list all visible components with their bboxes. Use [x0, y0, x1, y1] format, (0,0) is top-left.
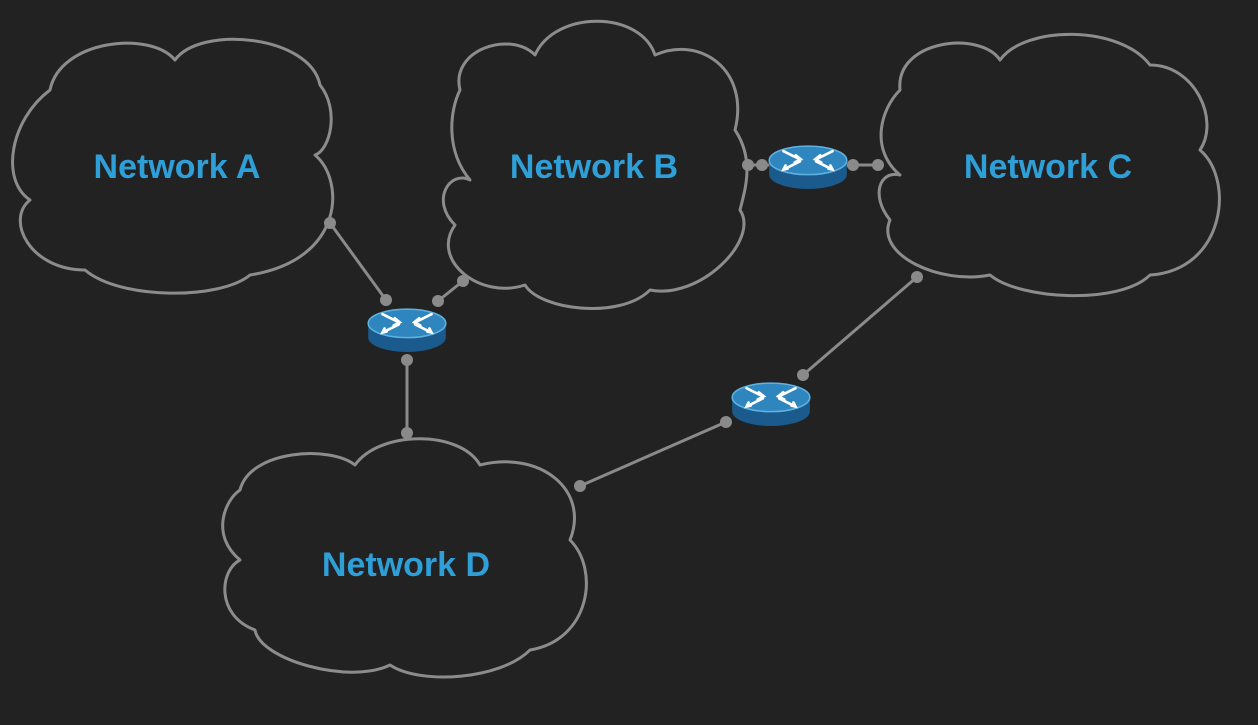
- cloud-d-outline: [221, 437, 588, 679]
- link-endpoint: [911, 271, 923, 283]
- link-endpoint: [457, 275, 469, 287]
- router-2[interactable]: [767, 144, 849, 191]
- link-endpoint: [324, 217, 336, 229]
- link-endpoint: [742, 159, 754, 171]
- network-d-label: Network D: [322, 546, 490, 584]
- link-endpoint: [720, 416, 732, 428]
- link-c-r2[interactable]: [843, 159, 884, 171]
- cloud-d[interactable]: Network D: [221, 437, 588, 679]
- link-endpoint: [401, 354, 413, 366]
- network-a-label: Network A: [94, 148, 261, 186]
- link-b-r2[interactable]: [742, 159, 772, 171]
- cloud-c-outline: [877, 32, 1221, 298]
- router-icon: [730, 381, 812, 428]
- link-endpoint: [380, 294, 392, 306]
- link-endpoint: [574, 480, 586, 492]
- link-endpoint: [401, 427, 413, 439]
- network-c-label: Network C: [964, 148, 1132, 186]
- link-b-r1[interactable]: [432, 275, 469, 307]
- link-a-r1[interactable]: [324, 217, 392, 306]
- links: [324, 159, 923, 492]
- link-endpoint: [432, 295, 444, 307]
- network-b-label: Network B: [510, 148, 678, 186]
- router-icon: [366, 307, 448, 354]
- router-icon: [767, 144, 849, 191]
- router-1[interactable]: [366, 307, 448, 354]
- router-3[interactable]: [730, 381, 812, 428]
- link-endpoint: [756, 159, 768, 171]
- cloud-b-outline: [441, 19, 749, 310]
- link-d-r3[interactable]: [574, 416, 732, 492]
- link-c-r3[interactable]: [797, 271, 923, 381]
- cloud-b[interactable]: Network B: [441, 19, 749, 310]
- link-endpoint: [847, 159, 859, 171]
- link-endpoint: [872, 159, 884, 171]
- cloud-c[interactable]: Network C: [877, 32, 1221, 298]
- link-endpoint: [797, 369, 809, 381]
- link-d-r1[interactable]: [401, 354, 413, 439]
